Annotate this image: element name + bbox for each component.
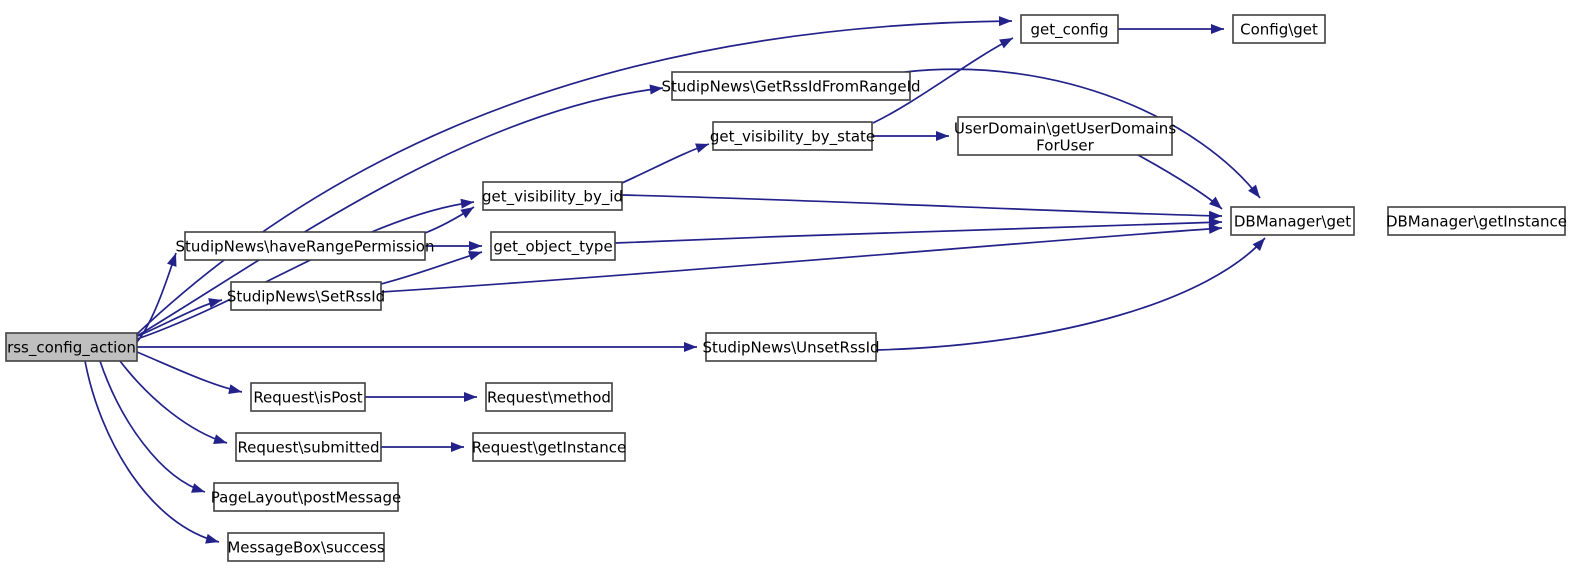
edge-rss-config-action-to-request-is-post [136, 351, 243, 393]
node-get-visibility-by-state[interactable]: get_visibility_by_state [710, 121, 875, 151]
node-box-get-visibility-by-state[interactable] [712, 121, 873, 151]
edges-layer [84, 16, 1266, 544]
node-box-studip-news-get-rss-id-from-range-id[interactable] [671, 71, 911, 101]
arrowhead-config-get [1211, 24, 1224, 34]
arrowhead-request-method [464, 392, 477, 402]
edge-studip-news-get-rss-id-from-range-id-to-dbmanager-get [904, 68, 1261, 199]
arrowhead-studip-news-get-rss-id-from-range-id [649, 84, 663, 95]
arrowhead-studip-news-unset-rss-id [684, 342, 697, 352]
edge-rss-config-action-to-message-box-success [84, 360, 220, 543]
node-box-get-object-type[interactable] [490, 231, 616, 261]
node-request-submitted[interactable]: Request\submitted [235, 432, 382, 462]
arrowhead-get-object-type [469, 241, 482, 251]
arrowhead-get-config [998, 16, 1012, 27]
arrowhead-dbmanager-get [1248, 184, 1260, 198]
edge-studip-news-set-rss-id-to-dbmanager-get [380, 227, 1223, 293]
arrowhead-page-layout-post-message [191, 483, 205, 493]
node-message-box-success[interactable]: MessageBox\success [227, 532, 385, 562]
arrowhead-get-visibility-by-id [460, 207, 474, 219]
arrowhead-user-domain-get-user-domains-for-user [936, 131, 949, 141]
node-box-studip-news-set-rss-id[interactable] [230, 281, 382, 311]
node-dbmanager-get-instance[interactable]: DBManager\getInstance [1386, 206, 1567, 236]
arrowhead-dbmanager-get [1208, 217, 1222, 228]
edge-get-visibility-by-id-to-dbmanager-get [621, 194, 1223, 217]
arrowhead-dbmanager-get [1208, 196, 1222, 209]
edge-get-visibility-by-state-to-get-config [872, 37, 1014, 124]
edge-user-domain-get-user-domains-for-user-to-dbmanager-get [1137, 154, 1223, 210]
edge-studip-news-unset-rss-id-to-dbmanager-get [875, 237, 1266, 351]
node-box-request-method[interactable] [485, 382, 613, 412]
node-box-dbmanager-get-instance[interactable] [1387, 206, 1566, 236]
node-box-rss-config-action[interactable] [5, 332, 138, 362]
edge-get-visibility-by-id-to-get-visibility-by-state [621, 143, 710, 184]
node-request-is-post[interactable]: Request\isPost [250, 382, 366, 412]
arrowhead-studip-news-have-range-permission [167, 253, 177, 267]
node-get-config[interactable]: get_config [1020, 14, 1119, 44]
node-studip-news-set-rss-id[interactable]: StudipNews\SetRssId [227, 281, 385, 311]
node-studip-news-get-rss-id-from-range-id[interactable]: StudipNews\GetRssIdFromRangeId [661, 71, 921, 101]
node-request-get-instance[interactable]: Request\getInstance [472, 432, 626, 462]
arrowhead-get-visibility-by-state [695, 143, 709, 153]
node-box-studip-news-have-range-permission[interactable] [184, 231, 426, 261]
node-dbmanager-get[interactable]: DBManager\get [1230, 206, 1355, 236]
arrowhead-request-get-instance [451, 442, 464, 452]
edge-rss-config-action-to-request-submitted [119, 360, 228, 444]
node-get-visibility-by-id[interactable]: get_visibility_by_id [482, 181, 623, 211]
node-rss-config-action[interactable]: rss_config_action [5, 332, 138, 362]
node-request-method[interactable]: Request\method [485, 382, 613, 412]
node-box-page-layout-post-message[interactable] [213, 482, 399, 512]
arrowhead-dbmanager-get [1252, 238, 1265, 252]
arrowhead-message-box-success [205, 533, 219, 544]
arrowhead-get-object-type [468, 250, 482, 261]
node-studip-news-unset-rss-id[interactable]: StudipNews\UnsetRssId [702, 332, 880, 362]
node-config-get[interactable]: Config\get [1232, 14, 1326, 44]
edge-rss-config-action-to-get-config [136, 20, 1013, 335]
node-studip-news-have-range-permission[interactable]: StudipNews\haveRangePermission [176, 231, 435, 261]
node-box-get-config[interactable] [1020, 14, 1119, 44]
arrowhead-get-visibility-by-id [460, 198, 474, 209]
edge-rss-config-action-to-page-layout-post-message [99, 360, 206, 493]
arrowhead-get-config [999, 38, 1013, 49]
node-box-request-submitted[interactable] [235, 432, 382, 462]
node-page-layout-post-message[interactable]: PageLayout\postMessage [211, 482, 402, 512]
node-box-dbmanager-get[interactable] [1230, 206, 1355, 236]
nodes-layer: rss_config_action get_config Config\getStu… [5, 14, 1567, 562]
arrowhead-dbmanager-get [1208, 210, 1222, 221]
arrowhead-request-is-post [228, 384, 242, 395]
node-box-user-domain-get-user-domains-for-user[interactable] [957, 116, 1173, 156]
node-box-request-get-instance[interactable] [472, 432, 626, 462]
node-box-studip-news-unset-rss-id[interactable] [705, 332, 877, 362]
node-box-request-is-post[interactable] [250, 382, 366, 412]
node-box-message-box-success[interactable] [227, 532, 385, 562]
node-box-config-get[interactable] [1232, 14, 1326, 44]
arrowhead-studip-news-set-rss-id [208, 298, 222, 308]
arrowhead-dbmanager-get [1208, 223, 1222, 234]
arrowhead-request-submitted [213, 434, 227, 444]
node-box-get-visibility-by-id[interactable] [482, 181, 623, 211]
edge-rss-config-action-to-studip-news-get-rss-id-from-range-id [136, 87, 664, 337]
edge-get-object-type-to-dbmanager-get [614, 221, 1223, 244]
node-get-object-type[interactable]: get_object_type [490, 231, 616, 261]
